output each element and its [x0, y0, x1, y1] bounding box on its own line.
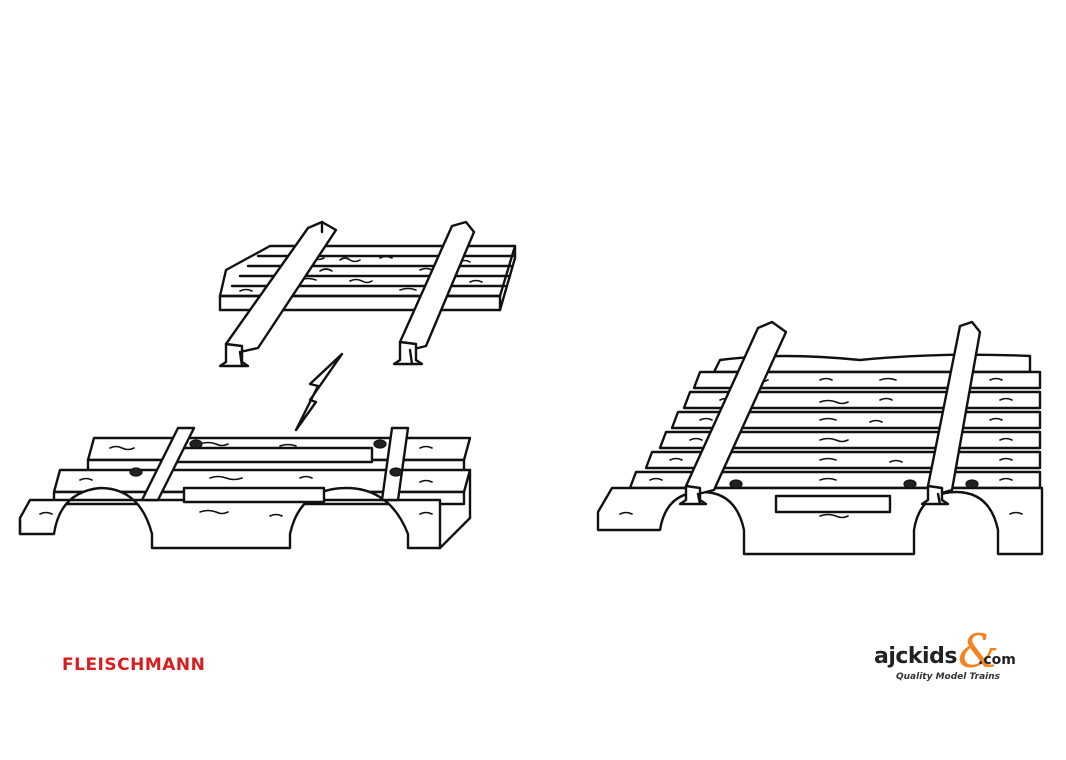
arrow-up-icon — [294, 352, 344, 432]
ajckids-logo-tagline: Quality Model Trains — [896, 672, 1001, 682]
ajckids-logo-ampersand: & — [958, 624, 999, 678]
fleischmann-logo: FLEISCHMANN — [62, 655, 206, 675]
assembled-track — [596, 320, 1044, 556]
ajckids-logo-word: ajckids — [874, 644, 957, 669]
track-piece-top — [218, 220, 517, 368]
ajckids-logo: & ajckids .com Quality Model Trains — [870, 624, 1030, 690]
track-base-bottom — [18, 426, 472, 550]
ajckids-logo-domain: .com — [978, 652, 1016, 668]
